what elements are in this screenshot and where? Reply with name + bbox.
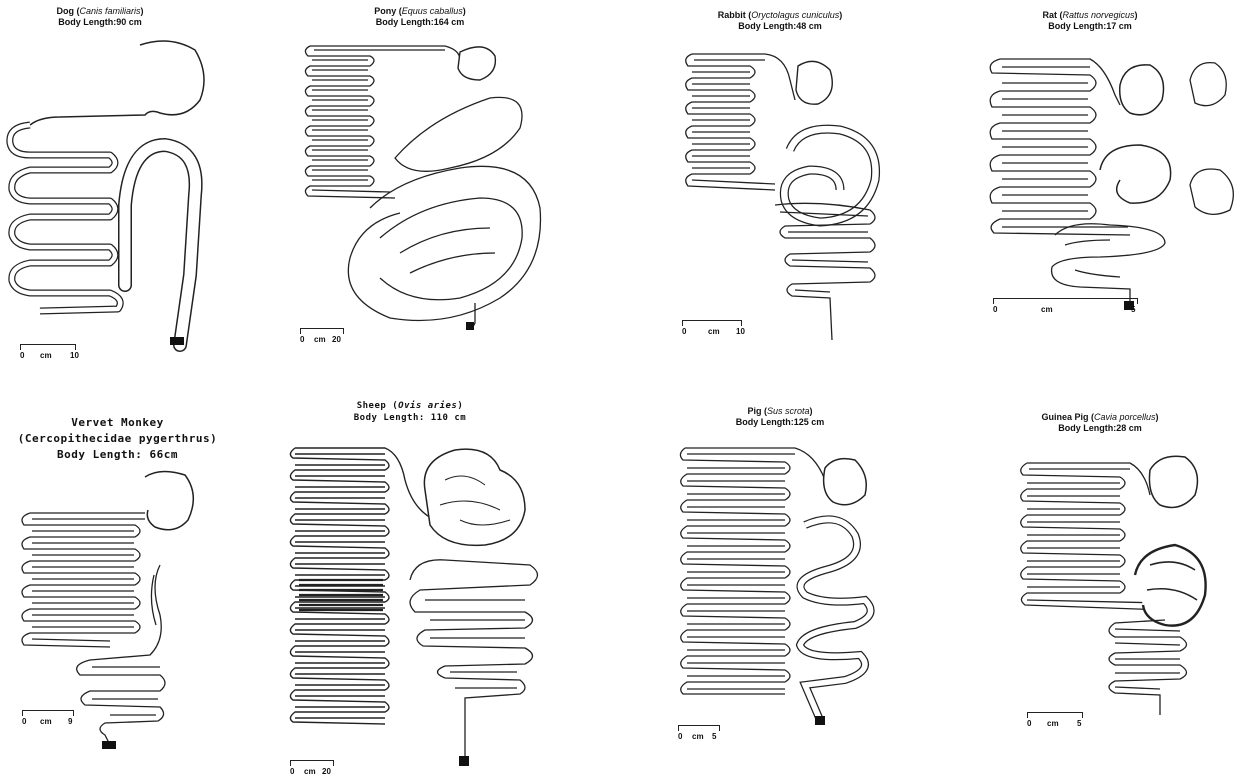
sheep-large-intestine [410,560,538,760]
guinea-pig-stomach [1149,456,1197,507]
pig-scientific-name: Sus scrota [767,406,810,416]
dog-stomach [30,41,204,125]
vervet-small-intestine [22,513,145,647]
vervet-scale-zero: 0 [22,717,26,726]
sheep-scale-zero: 0 [290,767,294,776]
guinea-pig-common-name: Guinea Pig [1041,412,1088,422]
guinea-pig-body-length: Body Length:28 cm [1058,423,1142,433]
dog-scale-zero: 0 [20,351,24,360]
sheep-small-intestine [290,448,435,724]
rabbit-scientific-name: Oryctolagus cuniculus [751,10,839,20]
vervet-scientific-name: Cercopithecidae pygerthrus [25,432,210,445]
pig-scale-zero: 0 [678,732,682,741]
rat-scale-max: 5 [1131,305,1135,314]
rat-body-length: Body Length:17 cm [1048,21,1132,31]
dog-scale-unit: cm [40,351,52,360]
dog-scientific-name: Canis familiaris [79,6,140,16]
rat-common-name: Rat [1042,10,1057,20]
pig-digestive-tract [675,440,895,740]
rabbit-scale-bar: 0 cm 10 [682,320,752,340]
rabbit-body-length: Body Length:48 cm [738,21,822,31]
guinea-pig-digestive-tract [1015,445,1225,725]
dog-scale-bar: 0 cm 10 [20,344,80,364]
sheep-common-name: Sheep [357,401,387,411]
rabbit-small-intestine [686,54,795,190]
pig-scale-bar: 0 cm 5 [678,725,738,745]
vervet-scale-max: 9 [68,717,72,726]
rat-colon [1052,224,1165,307]
sheep-scientific-name: Ovis aries [398,401,457,411]
rabbit-scale-max: 10 [736,327,745,336]
pig-stomach [824,459,867,505]
pig-scale-unit: cm [692,732,704,741]
rabbit-scale-zero: 0 [682,327,686,336]
sheep-stomach [424,449,525,545]
dog-common-name: Dog [56,6,74,16]
vervet-title: Vervet Monkey (Cercopithecidae pygerthru… [10,415,225,463]
guinea-pig-colon [1109,620,1187,715]
pony-scale-zero: 0 [300,335,304,344]
rat-title: Rat (Rattus norvegicus) Body Length:17 c… [1020,10,1160,32]
guinea-pig-title: Guinea Pig (Cavia porcellus) Body Length… [1030,412,1170,434]
sheep-title: Sheep (Ovis aries) Body Length: 110 cm [330,400,490,424]
rat-digestive-tract [980,45,1250,325]
pony-scientific-name: Equus caballus [402,6,463,16]
vervet-scale-bar: 0 cm 9 [22,710,82,730]
guinea-pig-scale-bar: 0 cm 5 [1027,712,1097,732]
rabbit-scale-unit: cm [708,327,720,336]
vervet-stomach [145,471,193,529]
vervet-scale-unit: cm [40,717,52,726]
sheep-scale-max: 20 [322,767,331,776]
rat-scale-unit: cm [1041,305,1053,314]
rat-cecum [1100,145,1171,203]
pig-title: Pig (Sus scrota) Body Length:125 cm [710,406,850,428]
pony-common-name: Pony [374,6,396,16]
rat-scale-bar: 0 cm 5 [993,298,1143,318]
sheep-digestive-tract [285,440,565,770]
guinea-pig-scale-max: 5 [1077,719,1081,728]
pig-common-name: Pig [747,406,761,416]
vervet-body-length: Body Length: 66cm [57,448,178,461]
pig-scale-max: 5 [712,732,716,741]
vervet-colon [77,565,165,745]
rat-cecum-detail [1190,169,1233,214]
guinea-pig-scientific-name: Cavia porcellus [1094,412,1156,422]
rat-stomach-detail-top [1190,63,1226,106]
pony-large-intestine [348,97,540,327]
pony-scale-unit: cm [314,335,326,344]
pony-body-length: Body Length:164 cm [376,17,465,27]
rat-scientific-name: Rattus norvegicus [1062,10,1134,20]
rat-stomach [1120,65,1164,115]
sheep-body-length: Body Length: 110 cm [354,413,466,423]
rat-small-intestine [990,59,1130,235]
pony-scale-bar: 0 cm 20 [300,328,360,348]
dog-digestive-tract [0,25,230,365]
pony-digestive-tract [300,38,560,348]
pony-title: Pony (Equus caballus) Body Length:164 cm [355,6,485,28]
rat-scale-zero: 0 [993,305,997,314]
guinea-pig-scale-zero: 0 [1027,719,1031,728]
sheep-scale-bar: 0 cm 20 [290,760,350,780]
rabbit-stomach [796,61,832,104]
guinea-pig-cecum [1135,545,1206,626]
pony-stomach [458,47,495,80]
rabbit-digestive-tract [680,40,910,360]
rabbit-title: Rabbit (Oryctolagus cuniculus) Body Leng… [700,10,860,32]
pig-body-length: Body Length:125 cm [736,417,825,427]
pony-scale-max: 20 [332,335,341,344]
dog-scale-max: 10 [70,351,79,360]
pig-small-intestine [680,448,825,694]
sheep-scale-unit: cm [304,767,316,776]
rabbit-common-name: Rabbit [718,10,746,20]
guinea-pig-scale-unit: cm [1047,719,1059,728]
vervet-common-name: Vervet Monkey [71,416,164,429]
